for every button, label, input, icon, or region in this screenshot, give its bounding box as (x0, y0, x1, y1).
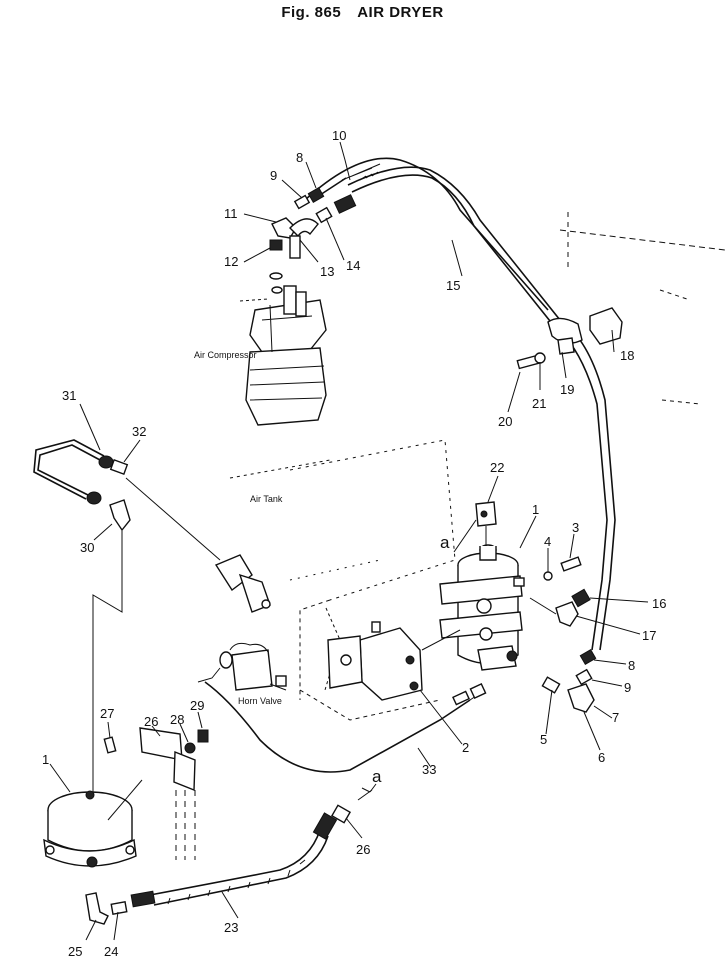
callout-23: 23 (224, 920, 238, 935)
callout-26: 26 (144, 714, 158, 729)
callout-32: 32 (132, 424, 146, 439)
figure-caption: AIR DRYER (357, 4, 444, 21)
figure-number: Fig. 865 (281, 4, 342, 21)
callout-13: 13 (320, 264, 334, 279)
horn-valve (197, 642, 287, 691)
lower-dryer-unit (43, 790, 137, 868)
upper-dryer-unit (439, 544, 525, 671)
callout-16: 16 (652, 596, 666, 611)
callout-26-hose: 26 (356, 842, 370, 857)
callout-25: 25 (68, 944, 82, 957)
mounting-bracket-2 (327, 621, 461, 701)
leader-30-to-unit (92, 530, 123, 848)
callout-28: 28 (170, 712, 184, 727)
callout-8-right: 8 (628, 658, 635, 673)
callout-1-upper: 1 (532, 502, 539, 517)
compressor-fittings (269, 186, 357, 259)
part-22-block (475, 501, 497, 546)
hose-23 (85, 804, 352, 925)
callout-12: 12 (224, 254, 238, 269)
callout-5: 5 (540, 732, 547, 747)
callout-2: 2 (462, 740, 469, 755)
label-air-tank: Air Tank (250, 494, 283, 504)
reference-a-upper: a (440, 533, 450, 552)
callout-11: 11 (224, 206, 238, 221)
callout-8: 8 (296, 150, 303, 165)
callout-18: 18 (620, 348, 634, 363)
callout-15: 15 (446, 278, 460, 293)
callout-19: 19 (560, 382, 574, 397)
callout-7: 7 (612, 710, 619, 725)
governor-valve (125, 477, 271, 613)
callout-24: 24 (104, 944, 118, 957)
label-horn-valve: Horn Valve (238, 696, 282, 706)
leader-lines (49, 141, 649, 941)
callout-3: 3 (572, 520, 579, 535)
pipe-15 (304, 157, 616, 651)
callout-31: 31 (62, 388, 76, 403)
bracket-assembly (103, 727, 209, 860)
callouts: 10 8 9 11 12 13 14 15 18 19 21 20 22 1 3… (42, 128, 666, 957)
reference-a-lower: a (372, 767, 382, 786)
callout-10: 10 (332, 128, 346, 143)
callout-17: 17 (642, 628, 656, 643)
callout-29: 29 (190, 698, 204, 713)
callout-22: 22 (490, 460, 504, 475)
air-compressor (239, 272, 327, 426)
pipe-10 (319, 163, 381, 196)
clamp-group (516, 307, 623, 370)
callout-9-right: 9 (624, 680, 631, 695)
right-fittings (529, 556, 597, 713)
callout-21: 21 (532, 396, 546, 411)
line-33 (204, 681, 487, 773)
callout-14: 14 (346, 258, 360, 273)
label-air-compressor: Air Compressor (194, 350, 257, 360)
air-tank (229, 439, 456, 721)
callout-27: 27 (100, 706, 114, 721)
figure-title: Fig. 865 AIR DRYER (0, 4, 725, 21)
callout-20: 20 (498, 414, 512, 429)
callout-1-lower: 1 (42, 752, 49, 767)
callout-30: 30 (80, 540, 94, 555)
callout-4: 4 (544, 534, 551, 549)
component-labels: Air Compressor Air Tank Horn Valve (194, 350, 283, 706)
callout-33: 33 (422, 762, 436, 777)
callout-9: 9 (270, 168, 277, 183)
pipe-31 (33, 439, 131, 532)
frame-outline (559, 212, 725, 405)
callout-6: 6 (598, 750, 605, 765)
